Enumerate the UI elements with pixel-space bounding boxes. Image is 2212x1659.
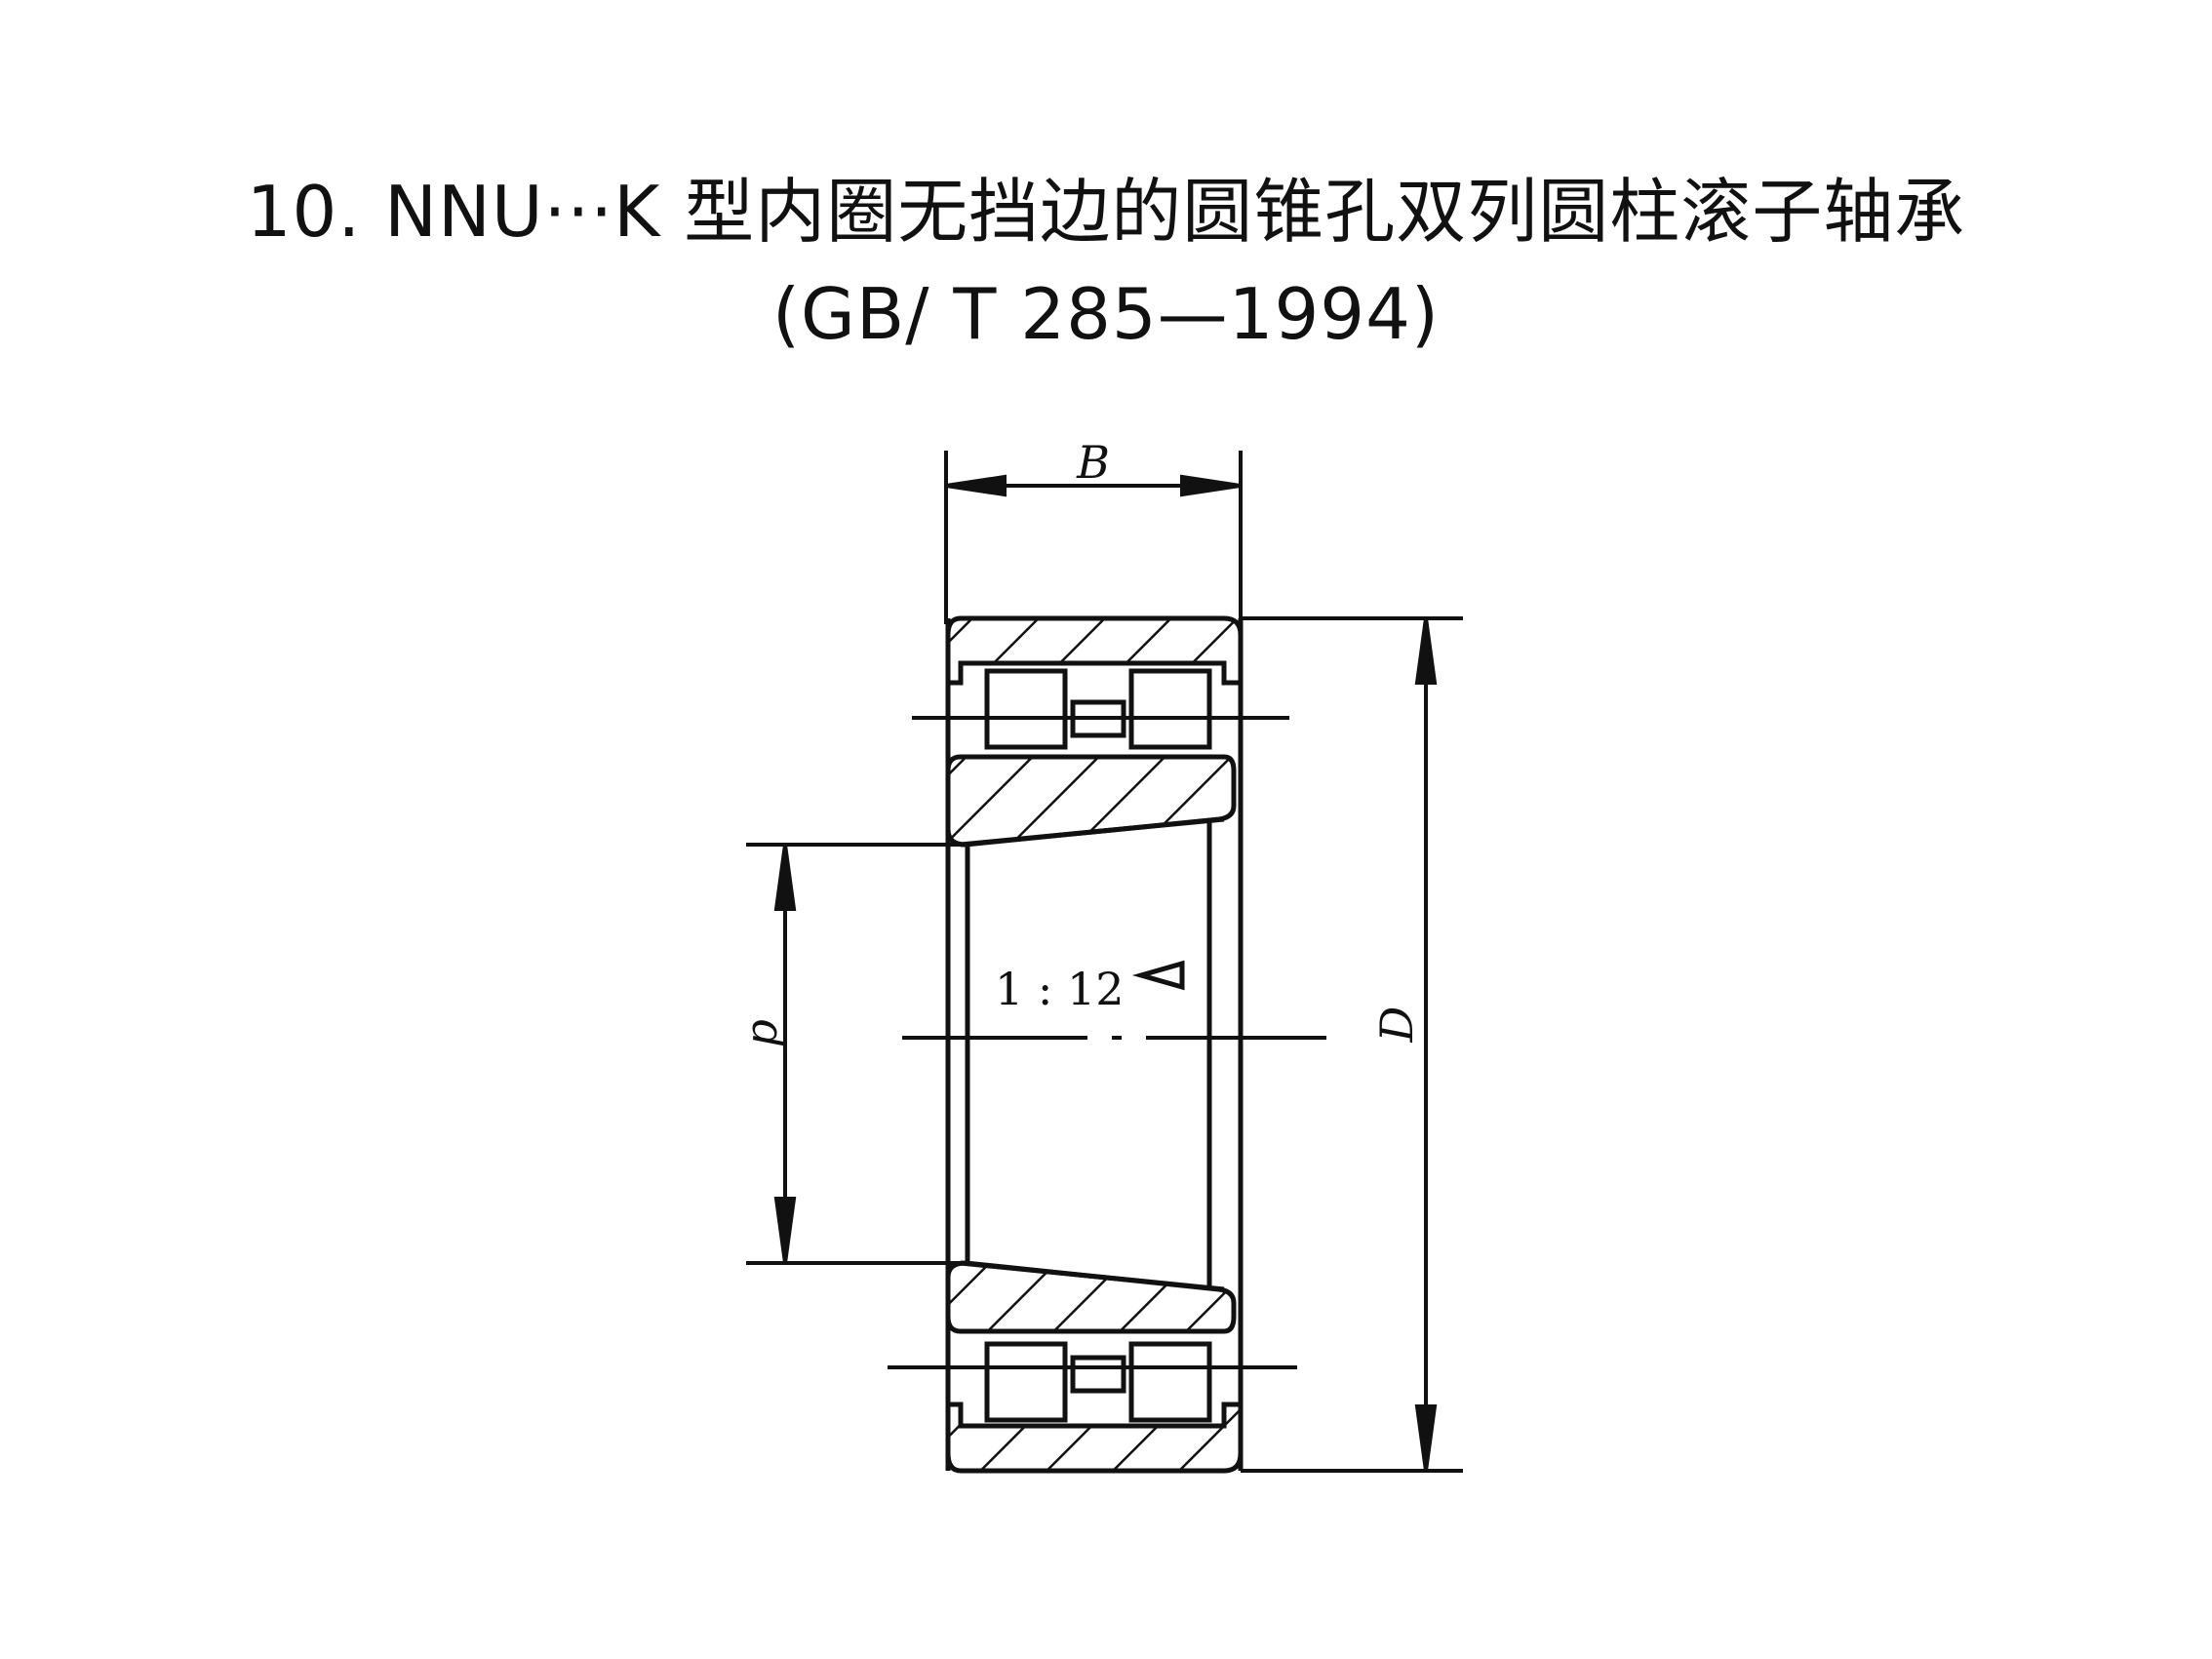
taper-ratio-label: 1 : 12 bbox=[995, 963, 1125, 1015]
roller-centerlines bbox=[888, 716, 1297, 1369]
outer-ring-top bbox=[945, 615, 1244, 686]
d-outer-dimension-line bbox=[1414, 617, 1438, 1472]
label-b: B bbox=[1076, 436, 1110, 489]
label-d-outer: D bbox=[1370, 1007, 1423, 1044]
b-dimension-line bbox=[945, 474, 1242, 497]
page-title: 10. NNU···K 型内圈无挡边的圆锥孔双列圆柱滚子轴承 bbox=[246, 171, 1966, 253]
b-extension-lines bbox=[944, 451, 1243, 624]
inner-ring-bottom bbox=[945, 1260, 1237, 1334]
label-d-bore: d bbox=[742, 1019, 795, 1047]
bore-taper-lines bbox=[960, 816, 1225, 1292]
d-bore-dimension-line bbox=[773, 844, 797, 1264]
taper-symbol-icon bbox=[1131, 960, 1185, 991]
rollers-bottom bbox=[984, 1341, 1212, 1423]
rollers-top bbox=[984, 668, 1212, 750]
d-bore-extension-lines bbox=[746, 843, 961, 1265]
d-outer-extension-lines bbox=[1241, 616, 1463, 1473]
standard-reference: (GB/ T 285—1994) bbox=[771, 273, 1441, 355]
